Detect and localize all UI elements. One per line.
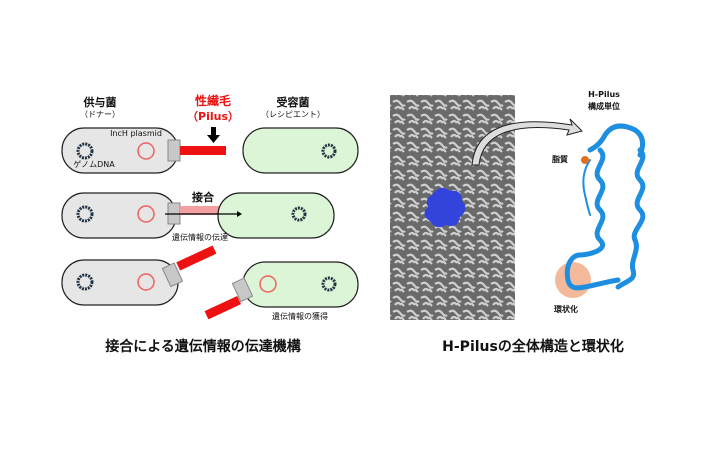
acquire-label: 遺伝情報の獲得 xyxy=(272,312,328,321)
conjugation-label: 接合 xyxy=(192,191,214,204)
lipid-icon xyxy=(581,156,589,164)
donor-label: 供与菌 xyxy=(83,96,117,109)
recipient-label: 受容菌 xyxy=(276,96,310,109)
cyclization-label: 環状化 xyxy=(554,305,578,314)
genome-dna-icon xyxy=(76,142,94,160)
recipient-sub-label: （レシピエント） xyxy=(261,110,325,119)
pilus-label: 性繊毛 xyxy=(194,94,232,108)
subunit-blob xyxy=(424,187,466,228)
pilus-sub-label: （Pilus） xyxy=(187,110,239,123)
recipient-cell-1 xyxy=(242,127,359,174)
right-caption: H-Pilusの全体構造と環状化 xyxy=(442,339,624,355)
recipient-cell-2 xyxy=(217,192,335,239)
protein-ribbon xyxy=(564,123,646,291)
plasmid-label: IncH plasmid xyxy=(110,129,162,138)
unit-label-2: 構成単位 xyxy=(588,102,620,111)
left-caption: 接合による遺伝情報の伝達機構 xyxy=(105,339,301,355)
lipid-label: 脂質 xyxy=(552,155,568,164)
curved-arrow-icon xyxy=(471,118,583,166)
plasmid-icon xyxy=(137,142,155,160)
pilus-bar xyxy=(180,146,226,155)
cyclization-highlight xyxy=(555,262,591,298)
pilus-base xyxy=(167,139,181,162)
genome-label: ゲノムDNA xyxy=(73,160,115,169)
donor-sub-label: （ドナー） xyxy=(80,110,120,119)
donor-cell-2 xyxy=(61,192,177,239)
transfer-label: 遺伝情報の伝達 xyxy=(172,233,228,242)
arrow-down-icon xyxy=(207,127,220,143)
unit-label-1: H-Pilus xyxy=(588,90,620,99)
pilus-bar-connected xyxy=(180,206,220,215)
